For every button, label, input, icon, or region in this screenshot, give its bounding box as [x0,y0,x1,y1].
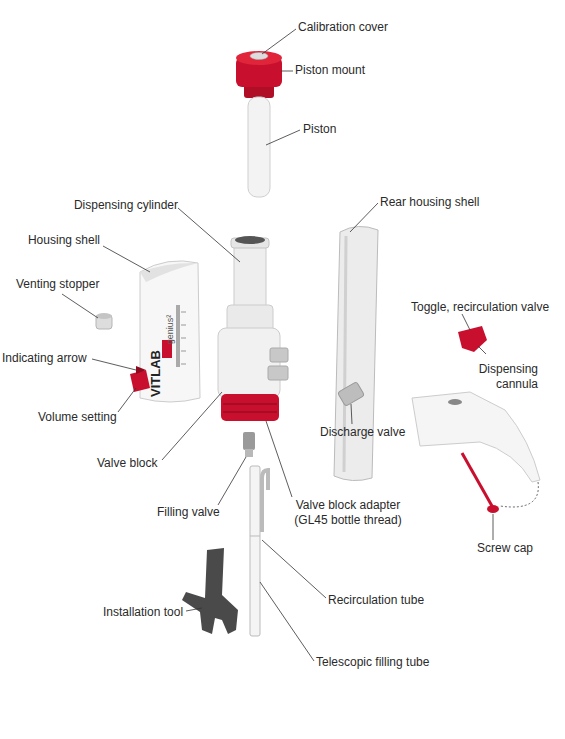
leader-line [262,540,326,598]
calibration-cover [250,53,268,60]
part-label: Recirculation tube [328,593,458,608]
leader-line [350,203,378,232]
recirculation-tube [262,470,268,532]
adapter-groove [223,411,277,413]
dispensing-cannula [412,392,540,482]
leader-line [266,130,300,145]
leader-line [218,457,246,505]
screw-cap [487,505,499,513]
adapter-groove [223,403,277,405]
leader-line [351,404,352,424]
part-label: Housing shell [20,233,100,248]
scale-tick [181,325,186,326]
leader-line [92,359,136,370]
discharge-valve [337,382,364,407]
volume-slot [176,305,180,367]
screw-cap-strap [462,453,492,506]
leader-line [118,388,136,412]
leader-line [162,392,222,460]
cannula-tether-curve [500,482,538,507]
scale-tick [181,338,186,339]
part-label: Valve block [97,456,187,471]
part-label: Rear housing shell [380,195,510,210]
leader-line [62,294,98,318]
dispensing-cylinder [234,243,266,313]
valve-block [218,328,280,398]
cannula-port [448,399,462,405]
leader-line [478,346,486,354]
telescopic-filling-tube [250,466,260,636]
part-label: Telescopic filling tube [316,655,466,670]
valve-port [270,348,288,362]
valve-port [268,366,288,380]
part-label: Installation tool [103,605,203,620]
indicating-arrow [136,366,146,374]
leader-line [178,208,240,262]
part-label: Piston [303,122,373,137]
leader-line [493,514,494,540]
leader-line [260,582,314,661]
leader-line [462,314,470,330]
toggle-recirculation-valve [458,326,487,352]
leader-line [186,608,202,611]
venting-stopper-top [96,313,112,319]
part-label: Filling valve [157,505,247,520]
tube-joint [250,536,260,537]
part-label: Dispensing cannula [470,362,538,392]
leader-line [266,421,292,497]
part-label: Calibration cover [298,20,428,35]
part-label: Toggle, recirculation valve [411,300,565,315]
leader-line [281,71,293,72]
part-label: Discharge valve [320,425,430,440]
part-label: Indicating arrow [2,351,102,366]
filling-valve [243,432,255,450]
volume-setting-knob [130,370,150,392]
scale-tick [181,364,186,365]
part-label: Volume setting [38,410,138,425]
brand-text: genius² [163,300,178,360]
leader-line [262,29,296,54]
leader-line [103,246,150,272]
housing-shell-inner [140,263,198,282]
cylinder-opening [235,236,265,244]
rear-housing-shell [334,226,378,480]
part-label: Dispensing cylinder [66,198,178,213]
installation-tool [182,548,238,634]
piston-mount-top [236,51,282,65]
valve-block-adapter [221,394,279,421]
brand-text: VITLAB [148,339,163,409]
piston [248,97,270,197]
part-label: Valve block adapter (GL45 bottle thread) [283,498,413,528]
scale-tick [181,351,186,352]
part-label: Screw cap [477,541,557,556]
filling-valve-tip [245,449,253,457]
part-label: Piston mount [295,63,405,78]
scale-tick [181,312,186,313]
part-label: Venting stopper [16,277,126,292]
